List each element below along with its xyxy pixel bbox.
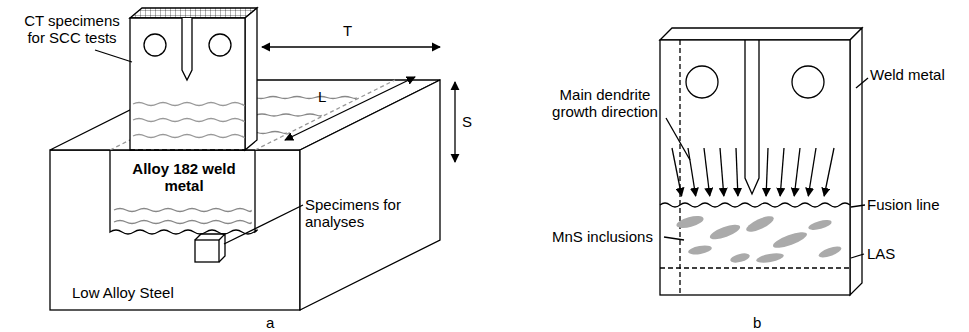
dendrite-arrow	[704, 148, 710, 196]
dendrite-arrow	[824, 148, 834, 196]
label: b	[753, 314, 761, 331]
label: MnS inclusions	[552, 228, 664, 245]
dendrite-arrow	[808, 148, 816, 196]
fusion-line	[660, 203, 850, 207]
dendrite-arrow	[766, 148, 768, 196]
leader-line	[856, 78, 868, 88]
leader-line	[851, 205, 865, 207]
mns-inclusion	[729, 252, 750, 265]
label: LAS	[867, 245, 895, 262]
l-dimension-arrow	[285, 77, 415, 140]
mns-inclusion	[807, 218, 832, 232]
label: S	[462, 113, 472, 130]
dendrite-arrow	[780, 148, 784, 196]
s-dimension-arrow	[454, 82, 455, 162]
weld-bead-line	[133, 135, 244, 138]
label: Weld metal	[870, 66, 945, 83]
label: CT specimens for SCC tests	[22, 12, 122, 46]
ct-specimen	[130, 8, 257, 150]
t-dimension-arrow	[262, 46, 440, 47]
leader-line	[666, 118, 690, 160]
weld-bead-line	[133, 103, 244, 106]
mns-inclusion	[675, 214, 705, 231]
dendrite-arrow	[736, 148, 738, 196]
leader-line	[224, 205, 303, 244]
label: Fusion line	[867, 196, 940, 213]
label: T	[343, 22, 352, 39]
label: L	[318, 88, 326, 105]
label: a	[266, 314, 274, 331]
mns-inclusion	[744, 213, 775, 235]
dendrite-arrow	[672, 148, 682, 196]
weld-bead-line	[133, 119, 244, 122]
dendrite-arrow	[688, 148, 696, 196]
dendrite-arrow	[720, 148, 724, 196]
mns-inclusion	[687, 244, 712, 256]
label: Low Alloy Steel	[72, 284, 174, 301]
label: Alloy 182 weld metal	[122, 160, 246, 194]
weld-bead-line	[114, 209, 251, 212]
mns-inclusion	[771, 229, 808, 251]
mns-inclusion	[708, 222, 741, 242]
mns-inclusion	[756, 252, 785, 265]
leader-line	[95, 50, 132, 62]
dendrite-arrow	[794, 148, 800, 196]
weld-bead-line	[114, 221, 251, 224]
leader-line	[851, 254, 864, 258]
label: Main dendrite growth direction	[545, 86, 665, 120]
leader-line	[664, 237, 684, 240]
ct-specimen-detail	[660, 28, 862, 295]
dendrite-arrows	[672, 148, 834, 196]
mns-inclusions	[675, 213, 842, 264]
analysis-specimen	[195, 234, 225, 262]
label: Specimens for analyses	[305, 196, 405, 230]
mns-inclusion	[817, 244, 842, 260]
weld-region	[110, 150, 257, 234]
